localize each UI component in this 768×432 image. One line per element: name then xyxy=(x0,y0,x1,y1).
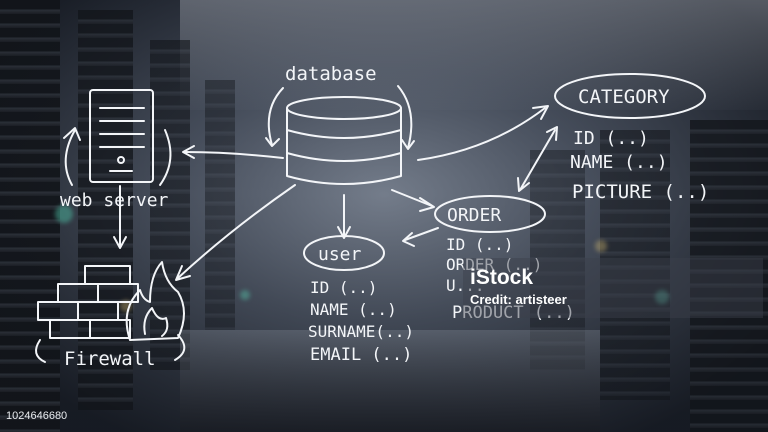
category-field-picture: PICTURE (..) xyxy=(572,181,709,203)
database-icon xyxy=(286,96,402,185)
order-field-order: ORDER (..) xyxy=(446,255,542,274)
category-field-id: ID (..) xyxy=(573,128,649,149)
web-server-label: web server xyxy=(60,190,169,211)
server-rack-left-4 xyxy=(205,80,235,330)
user-title: user xyxy=(318,244,362,265)
bokeh-light xyxy=(55,205,73,223)
server-rack-right-2 xyxy=(600,130,670,400)
web-server-icon xyxy=(89,89,154,183)
photo-credit: Credit: artisteer xyxy=(470,292,567,307)
order-field-user: U... xyxy=(446,276,485,295)
curve-arrow xyxy=(174,334,186,361)
ceiling-lights xyxy=(180,0,768,110)
category-field-name: NAME (..) xyxy=(570,152,668,173)
watermark-band xyxy=(463,258,763,318)
firewall-icon xyxy=(37,261,185,341)
firewall-label: Firewall xyxy=(64,348,156,370)
floor xyxy=(180,330,600,432)
bokeh-light xyxy=(240,290,250,300)
server-rack-right-1 xyxy=(690,120,768,432)
server-rack-left-2 xyxy=(78,10,133,410)
order-field-product: PRODUCT (..) xyxy=(452,303,575,323)
bokeh-light xyxy=(655,290,669,304)
order-title: ORDER xyxy=(447,205,501,226)
user-field-email: EMAIL (..) xyxy=(310,345,412,365)
connector-arrows xyxy=(63,85,558,281)
order-field-id: ID (..) xyxy=(446,235,513,254)
category-title: CATEGORY xyxy=(578,86,670,108)
user-field-name: NAME (..) xyxy=(310,300,397,319)
server-rack-left-1 xyxy=(0,0,60,432)
istock-logo: iStock xyxy=(470,266,534,289)
database-label: database xyxy=(285,63,377,85)
category-ellipse xyxy=(554,73,706,119)
user-field-surname: SURNAME(..) xyxy=(308,322,414,341)
bokeh-light xyxy=(595,240,607,252)
order-ellipse xyxy=(434,195,546,233)
user-field-id: ID (..) xyxy=(310,278,377,297)
curve-arrow xyxy=(35,339,46,363)
stock-image-id: 1024646680 xyxy=(6,410,68,422)
